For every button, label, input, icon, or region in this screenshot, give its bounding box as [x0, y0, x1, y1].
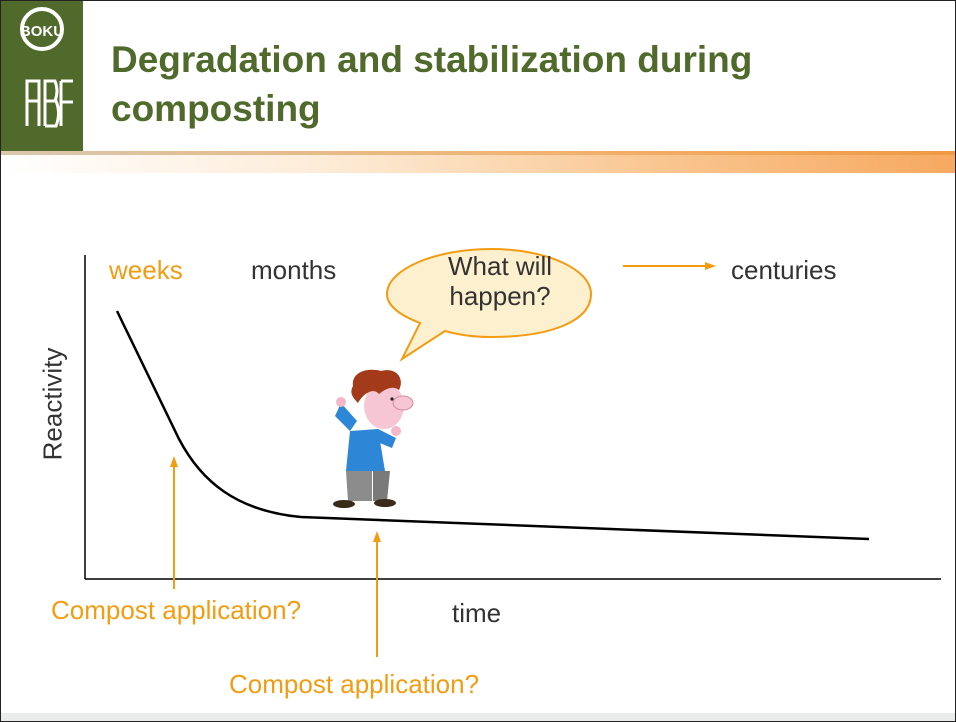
- timescale-arrowhead: [705, 262, 716, 270]
- speech-bubble-text: What will happen?: [447, 251, 552, 311]
- svg-text:BOKU: BOKU: [20, 23, 64, 40]
- slide-title: Degradation and stabilization during com…: [111, 39, 753, 129]
- early-arrowhead: [170, 456, 178, 467]
- y-axis-label: Reactivity: [37, 347, 68, 461]
- footer-bar: [1, 713, 955, 721]
- centuries-label: centuries: [731, 255, 837, 285]
- logo-sidebar: BOKU: [1, 1, 83, 153]
- x-axis-label: time: [452, 598, 502, 628]
- early-application-label: Compost application?: [51, 595, 302, 625]
- boku-logo-icon: BOKU: [20, 7, 73, 128]
- months-label: months: [251, 255, 337, 285]
- speech-bubble: [385, 247, 593, 362]
- thinking-person-icon: [333, 369, 414, 508]
- header-rule: [1, 151, 955, 173]
- header-rule-accent: [1, 151, 955, 155]
- late-arrowhead: [373, 531, 381, 542]
- late-application-label: Compost application?: [229, 669, 480, 699]
- reactivity-curve: [115, 310, 870, 541]
- weeks-label: weeks: [109, 255, 183, 285]
